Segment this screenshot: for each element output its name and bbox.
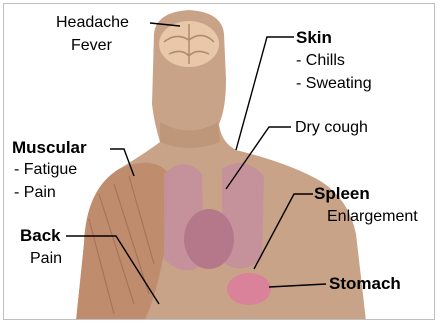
- label-skin-sweating: - Sweating: [296, 74, 372, 93]
- label-muscular: Muscular: [12, 138, 87, 157]
- label-dry-cough: Dry cough: [295, 118, 368, 137]
- label-headache: Headache: [56, 13, 129, 32]
- label-spleen-enlargement: Enlargement: [327, 207, 418, 226]
- label-skin-chills: - Chills: [296, 51, 345, 70]
- label-muscular-pain: - Pain: [14, 183, 56, 202]
- stomach-organ: [227, 273, 271, 305]
- heart: [184, 209, 234, 269]
- label-spleen: Spleen: [314, 184, 370, 203]
- label-fever: Fever: [71, 36, 112, 55]
- label-muscular-fatigue: - Fatigue: [14, 160, 77, 179]
- label-skin: Skin: [296, 28, 332, 47]
- label-stomach: Stomach: [329, 274, 401, 293]
- label-back-pain: Pain: [30, 249, 62, 268]
- diagram-frame: Headache Fever Skin - Chills - Sweating …: [3, 3, 435, 320]
- label-back: Back: [20, 226, 61, 245]
